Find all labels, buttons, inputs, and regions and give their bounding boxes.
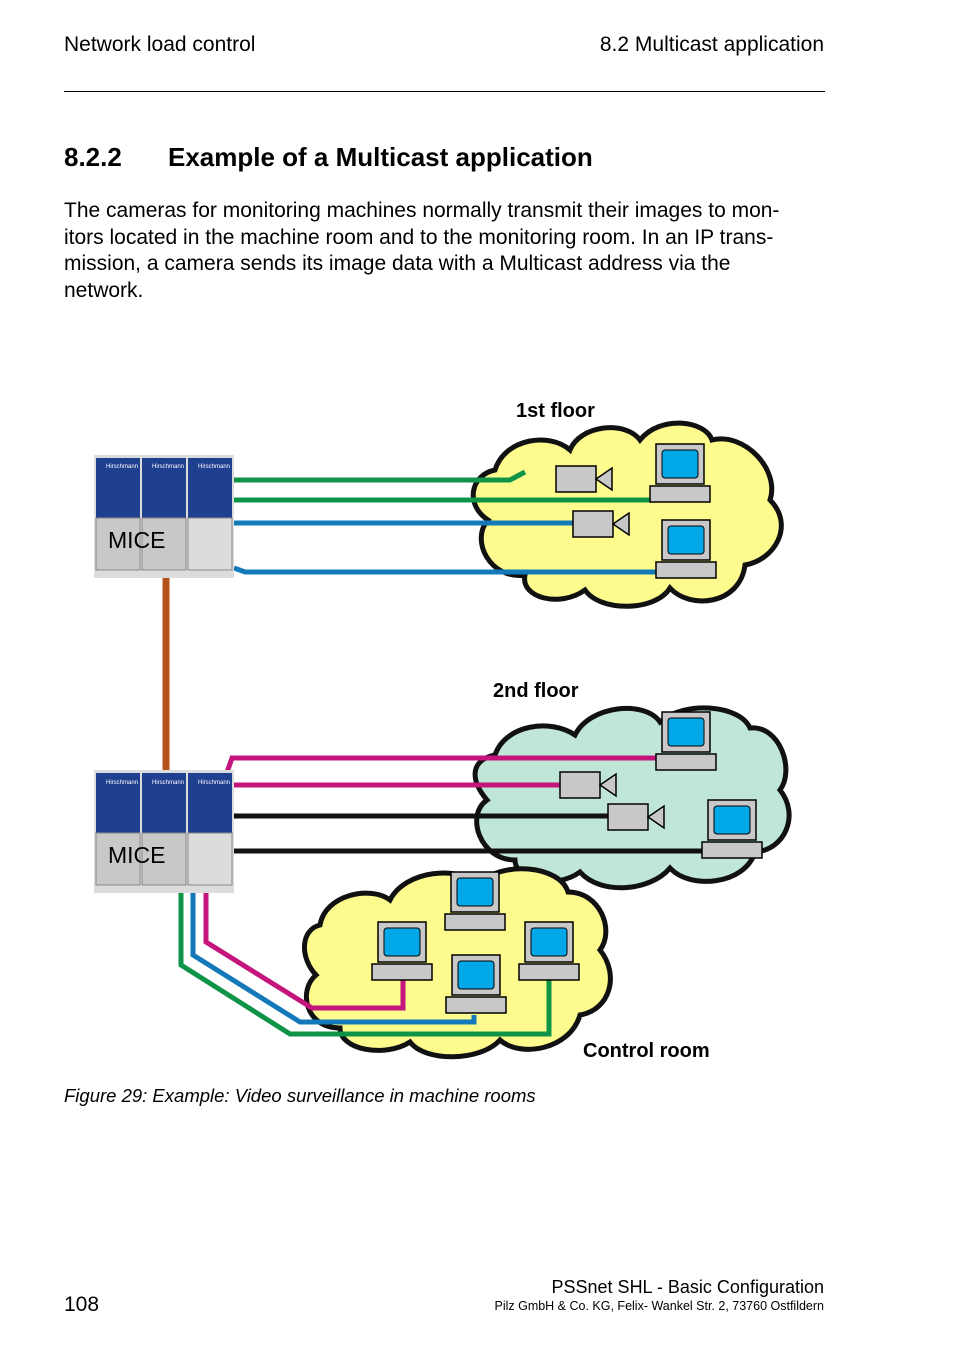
blue-link-2: [233, 565, 658, 575]
paragraph-line: The cameras for monitoring machines norm…: [64, 199, 780, 222]
label-control-room: Control room: [583, 1040, 710, 1062]
switch-label: MICE: [108, 842, 166, 868]
page-number: 108: [64, 1293, 100, 1316]
running-header-section: 8.2 Multicast application: [599, 33, 824, 56]
cloud-2nd-floor: [472, 705, 792, 891]
brand-label: Hirschmann: [106, 464, 138, 470]
section-title: Example of a Multicast application: [168, 142, 593, 172]
network-diagram: Hirschmann Hirschmann Hirschmann MICE Hi…: [94, 400, 792, 1062]
footer-address: Pilz GmbH & Co. KG, Felix- Wankel Str. 2…: [494, 1299, 824, 1313]
switch-label: MICE: [108, 527, 166, 553]
green-link-control: [178, 892, 552, 1037]
brand-label: Hirschmann: [198, 780, 230, 786]
body-paragraph: The cameras for monitoring machines norm…: [64, 198, 829, 304]
green-link-1: [234, 469, 527, 483]
monitor-icon: [701, 799, 763, 859]
brand-label: Hirschmann: [152, 464, 184, 470]
monitor-icon: [445, 954, 507, 1014]
blue-link-control: [190, 892, 477, 1025]
monitor-icon: [444, 871, 506, 931]
section-heading: 8.2.2 Example of a Multicast application: [64, 142, 593, 173]
mice-switch-1: Hirschmann Hirschmann Hirschmann MICE: [94, 455, 234, 578]
running-header-chapter: Network load control: [64, 33, 256, 56]
label-1st-floor: 1st floor: [516, 400, 595, 422]
brand-label: Hirschmann: [198, 464, 230, 470]
header-rule: [64, 91, 825, 92]
figure-caption: Figure 29: Example: Video surveillance i…: [64, 1085, 536, 1106]
monitor-icon: [371, 921, 433, 981]
footer-title: PSSnet SHL - Basic Configuration: [551, 1277, 824, 1297]
monitor-icon: [655, 519, 717, 579]
paragraph-line: itors located in the machine room and to…: [64, 225, 774, 249]
monitor-icon: [655, 711, 717, 771]
paragraph-line: network.: [64, 278, 144, 302]
paragraph-line: mission, a camera sends its image data w…: [64, 252, 731, 275]
mice-switch-2: Hirschmann Hirschmann Hirschmann MICE: [94, 770, 234, 893]
magenta-link-control: [203, 892, 406, 1011]
brand-label: Hirschmann: [152, 780, 184, 786]
section-number: 8.2.2: [64, 142, 122, 172]
monitor-icon: [649, 443, 711, 503]
brand-label: Hirschmann: [106, 780, 138, 786]
monitor-icon: [518, 921, 580, 981]
label-2nd-floor: 2nd floor: [493, 680, 579, 702]
